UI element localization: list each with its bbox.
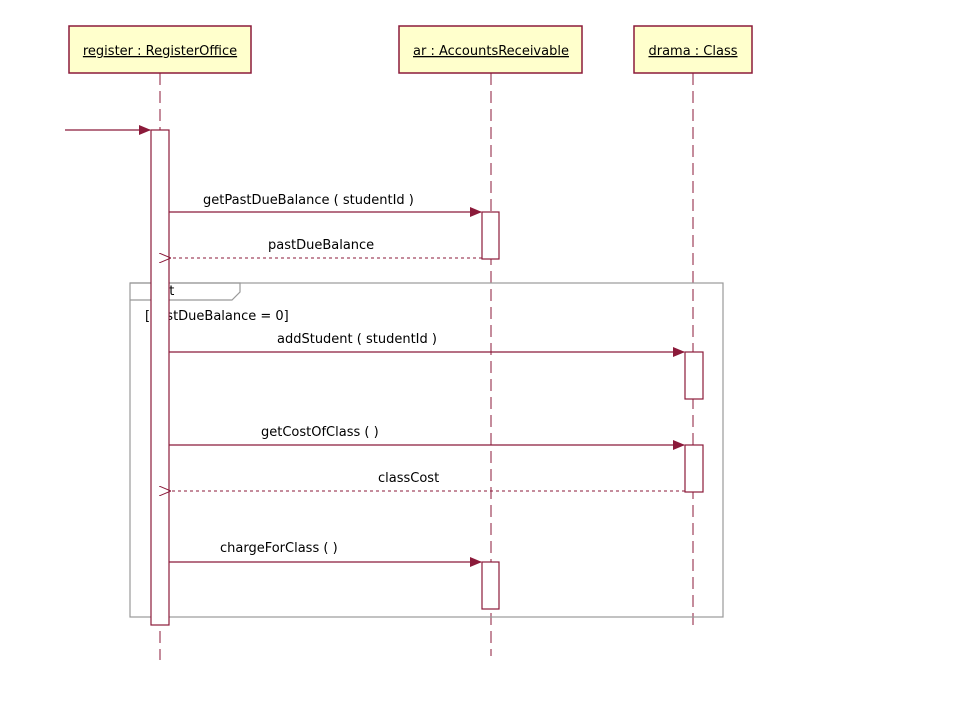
message-return-classCost[interactable]: classCost <box>170 471 685 491</box>
message-label-chargeForClass: chargeForClass ( ) <box>220 541 338 556</box>
message-return-pastDueBalance[interactable]: pastDueBalance <box>170 238 482 258</box>
message-getCostOfClass[interactable]: getCostOfClass ( ) <box>169 425 685 450</box>
activation-ar-1 <box>481 211 500 260</box>
message-label-getPastDueBalance: getPastDueBalance ( studentId ) <box>203 193 414 208</box>
lifeline-label-register: register : RegisterOffice <box>83 44 237 59</box>
message-label-addStudent: addStudent ( studentId ) <box>277 332 437 347</box>
message-label-getCostOfClass: getCostOfClass ( ) <box>261 425 379 440</box>
activation-drama-2 <box>684 444 704 493</box>
message-chargeForClass[interactable]: chargeForClass ( ) <box>169 541 482 567</box>
lifeline-label-drama: drama : Class <box>648 44 737 59</box>
opt-fragment-tab <box>130 282 241 301</box>
lifeline-label-ar: ar : AccountsReceivable <box>413 44 569 59</box>
message-label-pastDueBalance: pastDueBalance <box>268 238 374 253</box>
activation-register <box>150 129 170 626</box>
message-addStudent[interactable]: addStudent ( studentId ) <box>169 332 685 357</box>
opt-guard: [pastDueBalance = 0] <box>145 309 289 324</box>
lifeline-head-ar[interactable]: ar : AccountsReceivable <box>398 25 583 74</box>
activation-ar-2 <box>481 561 500 610</box>
lifeline-head-drama[interactable]: drama : Class <box>633 25 753 74</box>
message-label-classCost: classCost <box>378 471 439 486</box>
lifeline-head-register[interactable]: register : RegisterOffice <box>68 25 252 74</box>
message-getPastDueBalance[interactable]: getPastDueBalance ( studentId ) <box>169 193 482 217</box>
activation-drama-1 <box>684 351 704 400</box>
